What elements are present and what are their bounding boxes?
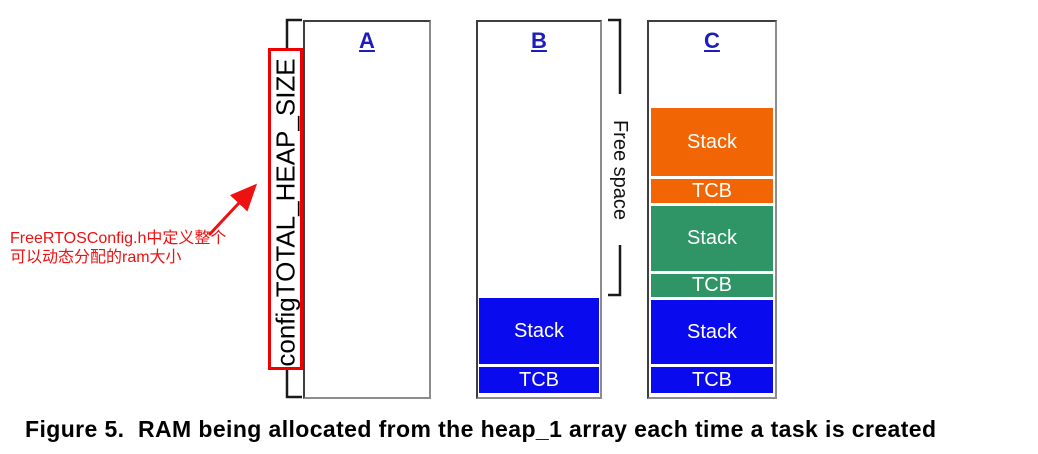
column-b-tcb-block: TCB (479, 367, 599, 393)
column-c-task2-tcb-block: TCB (651, 274, 773, 297)
annotation-text: FreeRTOSConfig.h中定义整个 可以动态分配的ram大小 (10, 229, 226, 267)
column-c-task3-stack-block: Stack (651, 108, 773, 176)
column-c-label: C (704, 28, 720, 53)
heap-size-box: configTOTAL_HEAP_SIZE (268, 48, 303, 370)
free-space-label-wrap: Free space (604, 96, 636, 244)
column-b-stack-block: Stack (479, 298, 599, 364)
heap-size-label: configTOTAL_HEAP_SIZE (270, 57, 300, 367)
column-c-task3-tcb-block: TCB (651, 179, 773, 203)
annotation-line-1: FreeRTOSConfig.h中定义整个 (10, 230, 227, 247)
column-b-label: B (531, 28, 547, 53)
figure-caption: Figure 5. RAM being allocated from the h… (25, 416, 937, 442)
column-c-task2-stack-block: Stack (651, 206, 773, 271)
free-space-label: Free space (609, 119, 631, 221)
column-a-label: A (359, 28, 375, 53)
column-c-task1-tcb-block: TCB (651, 367, 773, 393)
column-c-task1-stack-block: Stack (651, 300, 773, 364)
annotation-arrow (207, 183, 258, 237)
annotation-line-2: 可以动态分配的ram大小 (10, 249, 182, 266)
column-a-box: A (303, 20, 431, 399)
